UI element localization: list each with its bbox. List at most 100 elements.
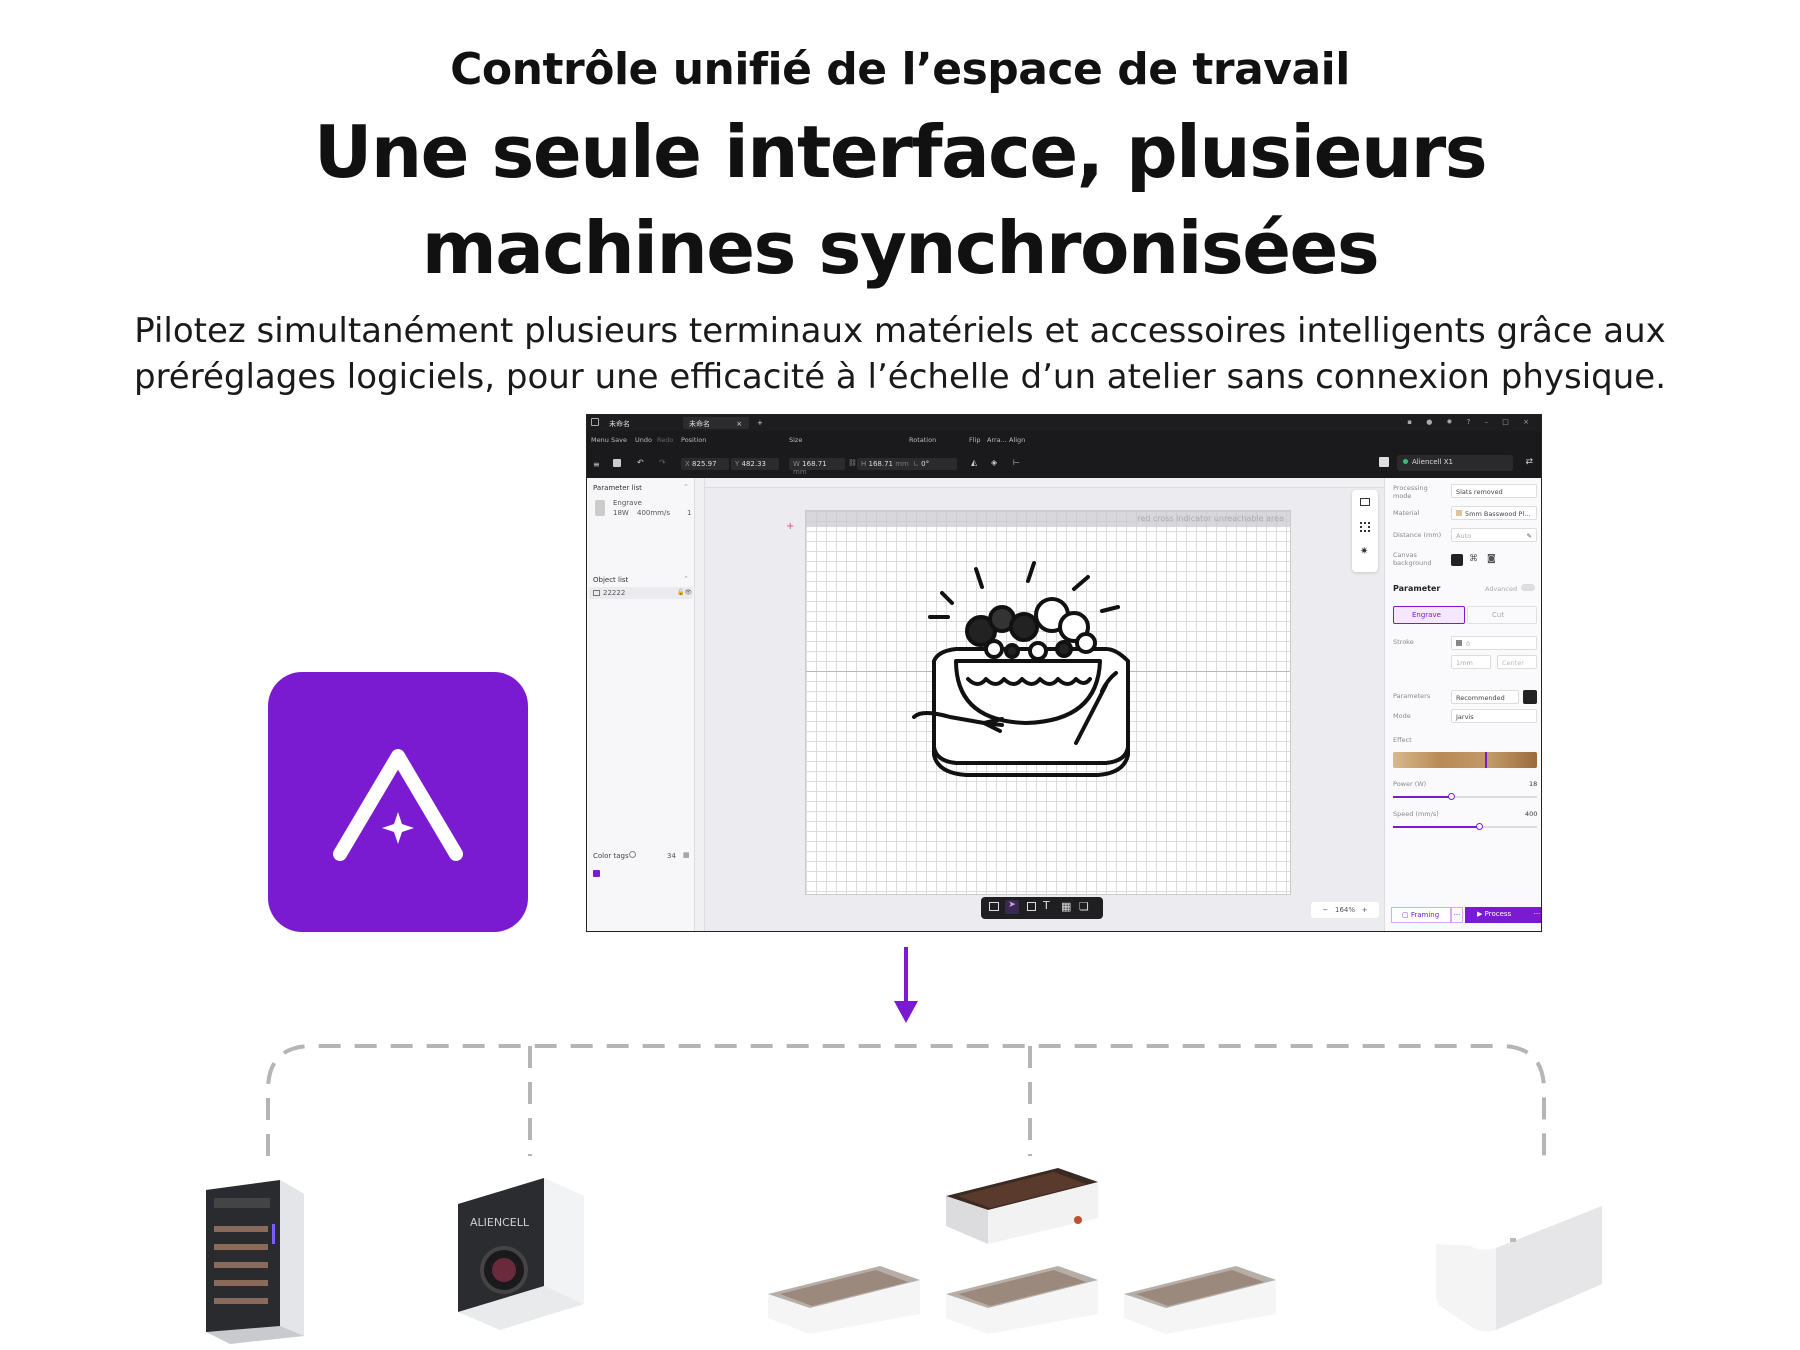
play-icon[interactable] <box>1379 457 1389 467</box>
rotation-field[interactable]: ∟ 0° <box>909 458 957 470</box>
new-tab-button[interactable]: + <box>757 419 763 427</box>
zoom-control[interactable]: − 164% + <box>1311 902 1379 918</box>
switch-icon[interactable]: ⇄ <box>1525 457 1533 467</box>
machine-selector[interactable]: Aliencell X1 <box>1397 455 1513 471</box>
position-y-field[interactable]: Y 482.33 <box>731 458 779 470</box>
parameters-select[interactable]: Recommended <box>1451 690 1519 704</box>
engrave-mode-button[interactable]: Engrave <box>1393 606 1465 624</box>
select-tool-icon[interactable]: ➤ <box>1005 900 1019 914</box>
size-w-field[interactable]: W 168.71 mm <box>789 458 845 476</box>
tab-untitled-1[interactable]: 未命名 <box>609 420 630 428</box>
collapse-icon[interactable]: ⌃ <box>683 483 689 491</box>
image-icon <box>593 590 600 596</box>
zoom-in-icon[interactable]: + <box>1361 906 1368 914</box>
layers-tool-icon[interactable]: ❏ <box>1079 900 1089 913</box>
object-name[interactable]: 22222 <box>603 589 626 597</box>
save-label[interactable]: Save <box>611 436 627 444</box>
process-button[interactable]: ▶ Process <box>1465 907 1531 923</box>
align-icon[interactable]: ⊢ <box>1013 458 1020 467</box>
collapse-icon[interactable]: ⌃ <box>683 575 689 583</box>
effect-marker[interactable] <box>1485 752 1487 768</box>
laser-engraver-1-device <box>768 1266 920 1334</box>
image-tool-icon[interactable] <box>1360 498 1370 506</box>
qr-tool-icon[interactable] <box>1360 522 1370 532</box>
speed-slider-fill <box>1393 826 1480 828</box>
home-icon[interactable] <box>591 418 599 426</box>
save-icon[interactable] <box>613 459 621 467</box>
tab-untitled-2[interactable]: 未命名 × <box>683 417 749 429</box>
power-value: 18 <box>1529 780 1538 788</box>
remove-background-icon[interactable]: ⌘ <box>1469 554 1478 564</box>
color-tags-heading: Color tags <box>593 852 629 860</box>
gradient-icon <box>1456 640 1462 646</box>
close-icon[interactable]: × <box>736 420 743 428</box>
position-x-field[interactable]: X 825.97 <box>681 458 729 470</box>
image-insert-icon[interactable] <box>989 902 999 911</box>
arrange-icon[interactable]: ◈ <box>991 458 998 467</box>
rotation-label: Rotation <box>909 436 937 444</box>
flip-label: Flip <box>969 436 981 444</box>
lock-ratio-icon[interactable]: ⛓ <box>848 459 857 467</box>
connected-dot <box>1403 459 1408 464</box>
cut-mode-button[interactable]: Cut <box>1467 606 1537 624</box>
menu-label[interactable]: Menu <box>591 436 609 444</box>
background-toggle-icon[interactable] <box>1451 554 1463 566</box>
power-slider[interactable] <box>1393 793 1537 800</box>
shape-tool-icon[interactable]: ✷ <box>1360 546 1369 557</box>
flip-icon[interactable]: ◭ <box>971 458 978 467</box>
advanced-label: Advanced <box>1485 585 1518 593</box>
vertical-ruler <box>695 478 705 931</box>
wood-swatch-icon <box>1456 510 1462 516</box>
redo-label[interactable]: Redo <box>657 436 674 444</box>
zoom-value: 164% <box>1334 906 1355 914</box>
unreachable-area-band: red cross indicator unreachable area <box>806 511 1290 527</box>
stroke-align-select[interactable]: Center <box>1497 655 1537 669</box>
distance-label: Distance (mm) <box>1393 531 1442 539</box>
power-slider-knob[interactable] <box>1447 793 1455 800</box>
edit-icon[interactable]: ✎ <box>1526 532 1532 540</box>
salad-bowl-artwork[interactable] <box>806 511 1292 896</box>
pos-y-value: 482.33 <box>741 460 767 468</box>
laser-engraver-2-device <box>946 1266 1098 1334</box>
zoom-out-icon[interactable]: − <box>1322 906 1329 914</box>
canvas-background-label: Canvas background <box>1393 551 1432 567</box>
material-value: 5mm Basswood Pl... <box>1465 510 1531 518</box>
redo-icon[interactable]: ↷ <box>659 458 666 467</box>
menu-icon[interactable]: ≡ <box>593 460 600 469</box>
speed-slider-knob[interactable] <box>1476 823 1484 830</box>
color-tag-checkbox[interactable] <box>593 870 600 877</box>
rotation-icon: ∟ <box>913 460 919 468</box>
size-w-unit: mm <box>793 468 807 476</box>
stroke-field[interactable]: 0 <box>1451 636 1537 650</box>
text-tool-icon[interactable]: T <box>1043 899 1050 912</box>
camera-icon[interactable]: ◙ <box>1487 554 1496 564</box>
description-line-2: préréglages logiciels, pour une efficaci… <box>133 357 1667 397</box>
palette-icon[interactable] <box>629 851 636 858</box>
undo-label[interactable]: Undo <box>635 436 652 444</box>
distance-field[interactable]: Auto ✎ <box>1451 528 1537 542</box>
grid-tool-icon[interactable]: ▦ <box>1061 900 1072 913</box>
material-field[interactable]: 5mm Basswood Pl... <box>1451 506 1537 520</box>
object-row[interactable] <box>589 587 693 599</box>
lock-visibility-icons[interactable]: 🔓👁 <box>677 589 693 596</box>
engrave-layer-label[interactable]: Engrave <box>613 499 642 507</box>
left-panel: Parameter list ⌃ Engrave 18W 400mm/s 1 O… <box>587 478 695 931</box>
framing-button[interactable]: ▢ Framing <box>1391 907 1451 923</box>
mode-select[interactable]: Jarvis <box>1451 709 1537 723</box>
process-more-button[interactable]: ··· <box>1531 907 1541 923</box>
undo-icon[interactable]: ↶ <box>637 458 644 467</box>
size-h-field[interactable]: H 168.71 mm <box>857 458 913 470</box>
rectangle-tool-icon[interactable] <box>1027 902 1036 911</box>
speed-slider[interactable] <box>1393 823 1537 830</box>
framing-more-button[interactable]: ··· <box>1451 907 1463 923</box>
preset-icon[interactable] <box>1523 690 1537 704</box>
position-label: Position <box>681 436 707 444</box>
advanced-toggle[interactable] <box>1521 584 1535 591</box>
processing-mode-field[interactable]: Slats removed <box>1451 484 1537 498</box>
processing-mode-label: Processing mode <box>1393 484 1428 500</box>
canvas-work-area[interactable]: red cross indicator unreachable area <box>805 510 1291 895</box>
distance-value: Auto <box>1456 532 1472 540</box>
grid-icon[interactable]: ▦ <box>683 851 690 859</box>
stroke-width-field[interactable]: 1mm <box>1451 655 1491 669</box>
horizontal-ruler <box>705 478 1384 488</box>
